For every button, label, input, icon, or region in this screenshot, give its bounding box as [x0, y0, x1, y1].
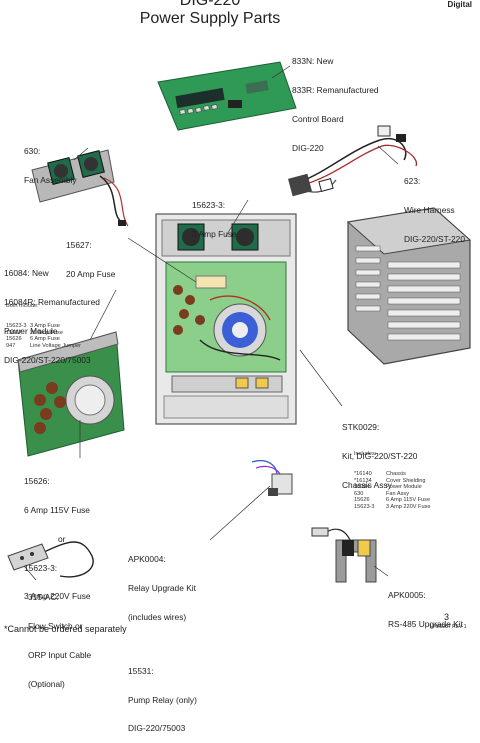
part-desc: 3 Amp Fuse: [30, 322, 60, 329]
callout-line: 315-AC:: [28, 592, 59, 603]
callout-line: RS-485 Upgrade Kit: [388, 618, 463, 629]
callout-flow-switch: 315-AC: Flow Switch or ORP Input Cable (…: [28, 574, 91, 699]
callout-line: Fan Assembly: [24, 174, 77, 185]
callout-relay-kit: APK0004: Relay Upgrade Kit (includes wir…: [128, 536, 197, 743]
part-code: 15626: [6, 336, 22, 343]
part-desc: Cover Shielding: [386, 477, 426, 484]
page-number: 3: [444, 612, 450, 622]
callout-line: APK0004:: [128, 554, 166, 565]
part-code: 15623-3: [6, 322, 27, 329]
part-desc: Fan Assy: [386, 490, 410, 497]
callout-line: DIG-220/ST-220: [404, 233, 465, 244]
callout-line: ORP Input Cable: [28, 649, 92, 660]
part-code: 630: [354, 490, 364, 497]
brand-label: Digital: [447, 0, 472, 9]
flow-switch-cable-illustration: [7, 541, 94, 578]
part-code: 947: [6, 342, 16, 349]
includes-heading: Both Include:: [6, 303, 39, 310]
callout-line: Chassis Assy: [342, 479, 392, 490]
callout-line: 15623-3:: [24, 562, 58, 573]
callout-line: 833N: New: [292, 56, 334, 67]
page-title: Power Supply Parts: [139, 10, 281, 27]
power-module-illustration: [17, 331, 125, 457]
leader-lines: [23, 65, 399, 581]
callout-line: 3 Amp 220V Fuse: [24, 591, 91, 602]
callout-line: 3 Amp Fuse: [192, 228, 237, 239]
rs485-kit-illustration: [311, 527, 377, 583]
callout-line: Power Module: [4, 325, 58, 336]
part-code: 15623-3: [354, 503, 375, 510]
callout-line: 623:: [404, 176, 421, 187]
wire-harness-illustration: [288, 125, 417, 197]
callout-line: APK0005:: [388, 590, 426, 601]
revision-code: LTM0287 REV 1: [430, 624, 467, 630]
fan-assembly-illustration: [31, 149, 129, 227]
includes-list: *16140 Chassis *16134 Cover Shielding 1608…: [354, 471, 430, 511]
relay-kit-illustration: [251, 459, 293, 496]
callout-line: 16084: New: [4, 268, 49, 279]
chassis-includes: Includes: *16140 Chassis *16134 Cover Shie…: [354, 438, 430, 517]
callout-line: Control Board: [292, 113, 344, 124]
callout-line: Wire Harness: [404, 204, 455, 215]
callout-line: (includes wires): [128, 611, 187, 622]
cover-shielding-illustration: [346, 207, 472, 365]
part-code: 15627: [6, 329, 22, 336]
callout-20amp-fuse: 15627: 20 Amp Fuse: [66, 222, 115, 289]
callout-line: 15623-3:: [192, 200, 226, 211]
callout-line: Pump Relay (only): [128, 694, 197, 705]
callout-line: 15531:: [128, 665, 154, 676]
cabinet-illustration: [155, 213, 297, 425]
callout-line: or: [58, 533, 66, 544]
control-board-illustration: [157, 61, 297, 131]
callout-line: DIG-220/ST-220/75003: [4, 354, 91, 365]
callout-line: Flow Switch or: [28, 620, 83, 631]
callout-line: 6 Amp 115V Fuse: [24, 504, 90, 515]
callout-line: 15627:: [66, 240, 92, 251]
callout-rs485: APK0005: RS-485 Upgrade Kit: [388, 572, 463, 639]
callout-line: 833R: Remanufactured: [292, 84, 379, 95]
part-desc: Line Voltage Jumper: [30, 342, 81, 349]
callout-control-board: 833N: New 833R: Remanufactured Control B…: [292, 38, 379, 163]
part-code: 16084: [354, 484, 370, 491]
callout-wire-harness: 623: Wire Harness DIG-220/ST-220: [404, 158, 465, 254]
callout-fan-assembly: 630: Fan Assembly: [24, 128, 77, 195]
footnote: *Cannot be ordered separately: [4, 624, 127, 634]
callout-line: 20 Amp Fuse: [66, 268, 116, 279]
parts-diagram-artwork: [7, 61, 472, 583]
callout-line: [128, 642, 197, 648]
callout-line: Kit, DIG-220/ST-220: [342, 450, 418, 461]
part-desc: Power Module: [386, 484, 422, 491]
callout-line: STK0029:: [342, 422, 380, 433]
callout-line: 16084R: Remanufactured: [4, 296, 100, 307]
callout-fuse-115v: 15626: 6 Amp 115V Fuse or 15623-3: 3 Amp…: [24, 458, 91, 612]
callout-line: Relay Upgrade Kit: [128, 582, 196, 593]
callout-3amp-fuse: 15623-3: 3 Amp Fuse: [192, 182, 237, 249]
part-code: *16134: [354, 477, 372, 484]
callout-line: DIG-220: [292, 142, 324, 153]
callout-line: 15626:: [24, 476, 50, 487]
includes-heading: Includes:: [354, 451, 377, 458]
part-desc: 20 Amp Fuse: [30, 329, 63, 336]
part-desc: 6 Amp 115V Fuse: [386, 497, 431, 504]
part-code: *16140: [354, 470, 372, 477]
part-code: 15626: [354, 497, 370, 504]
callout-chassis: STK0029: Kit, DIG-220/ST-220 Chassis Ass…: [342, 404, 417, 500]
part-desc: Chassis: [386, 470, 406, 477]
callout-line: (Optional): [28, 678, 65, 689]
part-desc: 3 Amp 220V Fuse: [386, 503, 431, 510]
callout-line: 630:: [24, 146, 41, 157]
model-title: DIG-220: [179, 0, 241, 9]
callout-line: DIG-220/75003: [128, 723, 186, 734]
callout-power-module: 16084: New 16084R: Remanufactured Power …: [4, 250, 100, 375]
part-desc: 6 Amp Fuse: [30, 336, 60, 343]
